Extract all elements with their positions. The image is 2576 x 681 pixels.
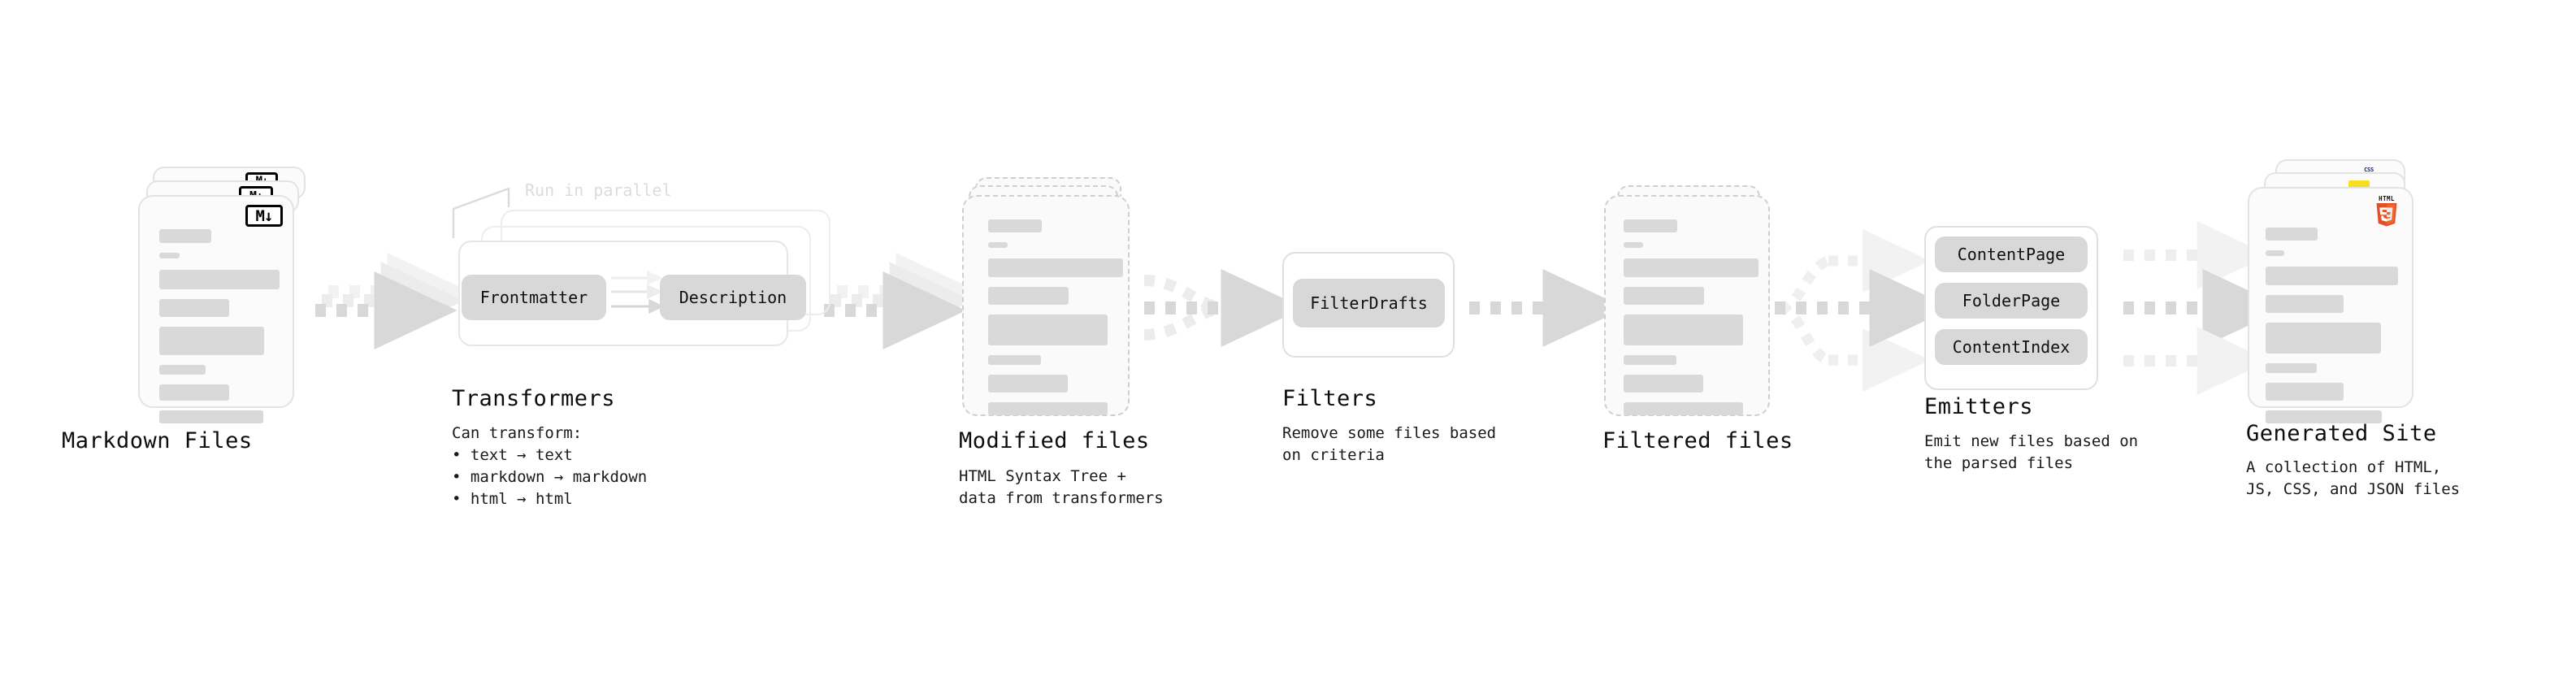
arrow-emitters-to-site [2123, 221, 2286, 395]
arrow-markdown-to-transformers [315, 253, 471, 349]
doc-subtitle-bar [2266, 250, 2284, 256]
doc-para-bar [988, 314, 1108, 345]
doc-para-bar [2266, 410, 2382, 423]
doc-para-bar [2266, 267, 2398, 285]
site-card-html[interactable]: HTML [2248, 187, 2413, 423]
stage-title-generated-site: Generated Site [2246, 421, 2437, 446]
markdown-card-body [159, 229, 280, 433]
emitter-chip-contentindex[interactable]: ContentIndex [1935, 329, 2088, 365]
doc-para-bar [1624, 402, 1743, 415]
modified-card-front[interactable] [962, 195, 1130, 416]
transformer-chip-description[interactable]: Description [660, 275, 806, 320]
css-icon-label: CSS [2364, 167, 2374, 173]
doc-para-bar [1624, 314, 1743, 345]
doc-para-bar [1624, 375, 1703, 393]
emitter-chip-folderpage[interactable]: FolderPage [1935, 283, 2088, 319]
stage-title-emitters: Emitters [1924, 394, 2034, 419]
stage-subtitle-generated-site: A collection of HTML, JS, CSS, and JSON … [2246, 458, 2461, 498]
doc-para-bar [988, 402, 1108, 415]
doc-subtitle-bar [1624, 242, 1643, 248]
markdown-card-front[interactable]: M↓ [138, 195, 294, 423]
stage-title-transformers: Transformers [452, 386, 616, 411]
transformer-chip-frontmatter[interactable]: Frontmatter [462, 275, 606, 320]
stage-title-modified-files: Modified files [959, 428, 1150, 453]
site-card-body [2266, 228, 2398, 433]
html5-icon: HTML [2373, 195, 2400, 229]
stage-title-markdown-files-main: Markdown Files [62, 428, 253, 453]
doc-title-bar [2266, 228, 2318, 241]
doc-para-bar [159, 299, 229, 317]
doc-title-bar [159, 229, 211, 243]
stage-title-filtered-files: Filtered files [1602, 428, 1793, 453]
modified-card-body [988, 219, 1123, 425]
doc-para-bar [2266, 383, 2344, 401]
doc-para-bar [1624, 355, 1676, 365]
arrow-modified-to-filters [1143, 269, 1304, 347]
doc-para-bar [159, 410, 263, 423]
stage-subtitle-emitters: Emit new files based on the parsed files [1924, 432, 2139, 472]
doc-title-bar [988, 219, 1042, 232]
doc-title-bar [1624, 219, 1677, 232]
doc-para-bar [988, 258, 1123, 277]
doc-para-bar [159, 384, 229, 401]
doc-para-bar [988, 287, 1069, 305]
markdown-icon: M↓ [245, 205, 283, 227]
stage-subtitle-transformers: Can transform: • text → text • markdown … [452, 424, 648, 508]
filter-chip-filterdrafts[interactable]: FilterDrafts [1293, 279, 1445, 327]
arrow-transformers-to-modified [824, 253, 979, 349]
doc-para-bar [159, 327, 264, 355]
run-in-parallel-label: Run in parallel [525, 180, 672, 200]
doc-para-bar [2266, 323, 2381, 354]
stage-title-filters: Filters [1282, 386, 1378, 411]
arrow-filtered-to-emitters [1775, 229, 1953, 392]
html5-icon-label: HTML [2379, 195, 2395, 202]
doc-para-bar [988, 375, 1068, 393]
doc-para-bar [159, 365, 206, 375]
doc-subtitle-bar [159, 253, 180, 258]
doc-para-bar [2266, 363, 2317, 373]
doc-para-bar [1624, 258, 1759, 277]
stage-subtitle-filters: Remove some files based on criteria [1282, 424, 1497, 464]
doc-para-bar [988, 355, 1041, 365]
doc-para-bar [1624, 287, 1704, 305]
filtered-card-body [1624, 219, 1759, 425]
doc-para-bar [2266, 295, 2344, 313]
filtered-card-front[interactable] [1604, 195, 1770, 416]
stage-subtitle-modified-files: HTML Syntax Tree + data from transformer… [959, 467, 1164, 507]
emitter-chip-contentpage[interactable]: ContentPage [1935, 236, 2088, 272]
doc-para-bar [159, 270, 280, 289]
doc-subtitle-bar [988, 242, 1008, 248]
